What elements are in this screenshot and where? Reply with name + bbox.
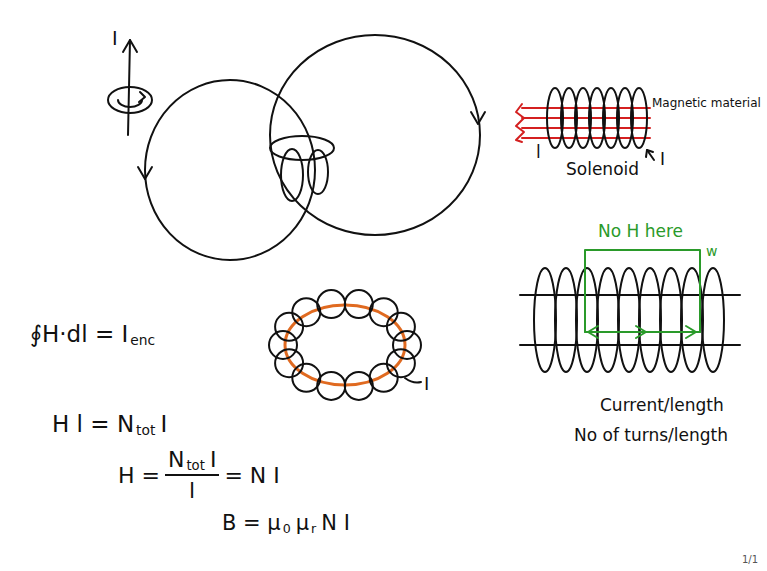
toroid-turn: [275, 313, 303, 341]
coil-turn: [702, 268, 724, 372]
coil-turn: [555, 268, 577, 372]
subscript-text: 0: [283, 522, 291, 536]
handwritten-label: No of turns/length: [574, 426, 728, 445]
toroid-turn: [387, 349, 415, 377]
handwritten-label: N I: [321, 512, 350, 535]
wire-field-sketch: [108, 40, 152, 135]
fraction: Ntot Il: [165, 448, 219, 503]
label-group: l: [536, 143, 541, 162]
subscript-text: r: [311, 522, 316, 536]
toroid-turn: [345, 372, 373, 400]
handwritten-label: I: [112, 28, 118, 49]
handwritten-label: l: [189, 478, 195, 503]
toroid-turn: [292, 298, 320, 326]
handwritten-label: I: [660, 150, 665, 169]
handwritten-label: Magnetic material: [652, 97, 761, 110]
label-group: No H here: [598, 222, 683, 241]
handwritten-label: w: [706, 244, 717, 259]
toroid-turn: [269, 331, 297, 359]
toroid-turn: [393, 331, 421, 359]
coil-turn: [618, 268, 640, 372]
label-group: 1/1: [742, 554, 758, 565]
handwritten-label: Current/length: [600, 396, 724, 415]
equation-line: H = Ntot Il = N I: [118, 448, 280, 503]
toroid-turn: [317, 372, 345, 400]
handwritten-label: μ: [296, 512, 309, 535]
label-group: No of turns/length: [574, 426, 728, 445]
handwritten-label: N: [168, 448, 184, 472]
handwritten-label: ∮H·dl = I: [30, 322, 128, 347]
label-group: Magnetic material: [652, 97, 761, 110]
toroid-turn: [275, 349, 303, 377]
coil-turn: [660, 268, 682, 372]
coil-turn: [631, 88, 647, 148]
handwritten-label: H =: [118, 464, 160, 488]
handwritten-label: 1/1: [742, 554, 758, 565]
label-group: w: [706, 244, 717, 259]
handwritten-label: H l = N: [52, 412, 134, 437]
coil-turn: [534, 268, 556, 372]
coil-turn: [576, 268, 598, 372]
handwritten-label: = N I: [224, 464, 279, 488]
toroid-turn: [387, 313, 415, 341]
handwritten-label: Solenoid: [566, 160, 639, 179]
handwritten-label: B = μ: [222, 512, 281, 535]
coil-turn: [597, 268, 619, 372]
equation-line: B = μ0μr N I: [222, 512, 350, 535]
handwritten-label: l: [536, 143, 541, 162]
toroid-turn: [317, 290, 345, 318]
toroid-sketch: [269, 290, 421, 400]
denominator: l: [165, 474, 219, 503]
ampere-law-equation: ∮H·dl = Ienc: [30, 322, 155, 347]
toroid-turn: [345, 290, 373, 318]
toroid-turn: [370, 298, 398, 326]
equation-line: H l = Ntot I: [52, 412, 167, 437]
handwritten-label: I: [160, 412, 167, 437]
long-solenoid-sketch: [520, 250, 740, 372]
subscript-text: tot: [136, 423, 155, 438]
subscript-text: tot: [186, 459, 204, 474]
subscript-text: enc: [130, 333, 155, 348]
label-group: Current/length: [600, 396, 724, 415]
coil-turn: [639, 268, 661, 372]
toroid-turn: [292, 364, 320, 392]
handwritten-label: No H here: [598, 222, 683, 241]
label-group: I: [424, 374, 429, 394]
label-group: I: [112, 28, 118, 49]
toroid-turn: [370, 364, 398, 392]
handwritten-label: I: [424, 374, 429, 394]
field-loops-sketch: [138, 35, 485, 260]
label-group: I: [660, 150, 665, 169]
handwritten-label: I: [210, 448, 217, 472]
numerator: Ntot I: [165, 448, 219, 474]
label-group: Solenoid: [566, 160, 639, 179]
